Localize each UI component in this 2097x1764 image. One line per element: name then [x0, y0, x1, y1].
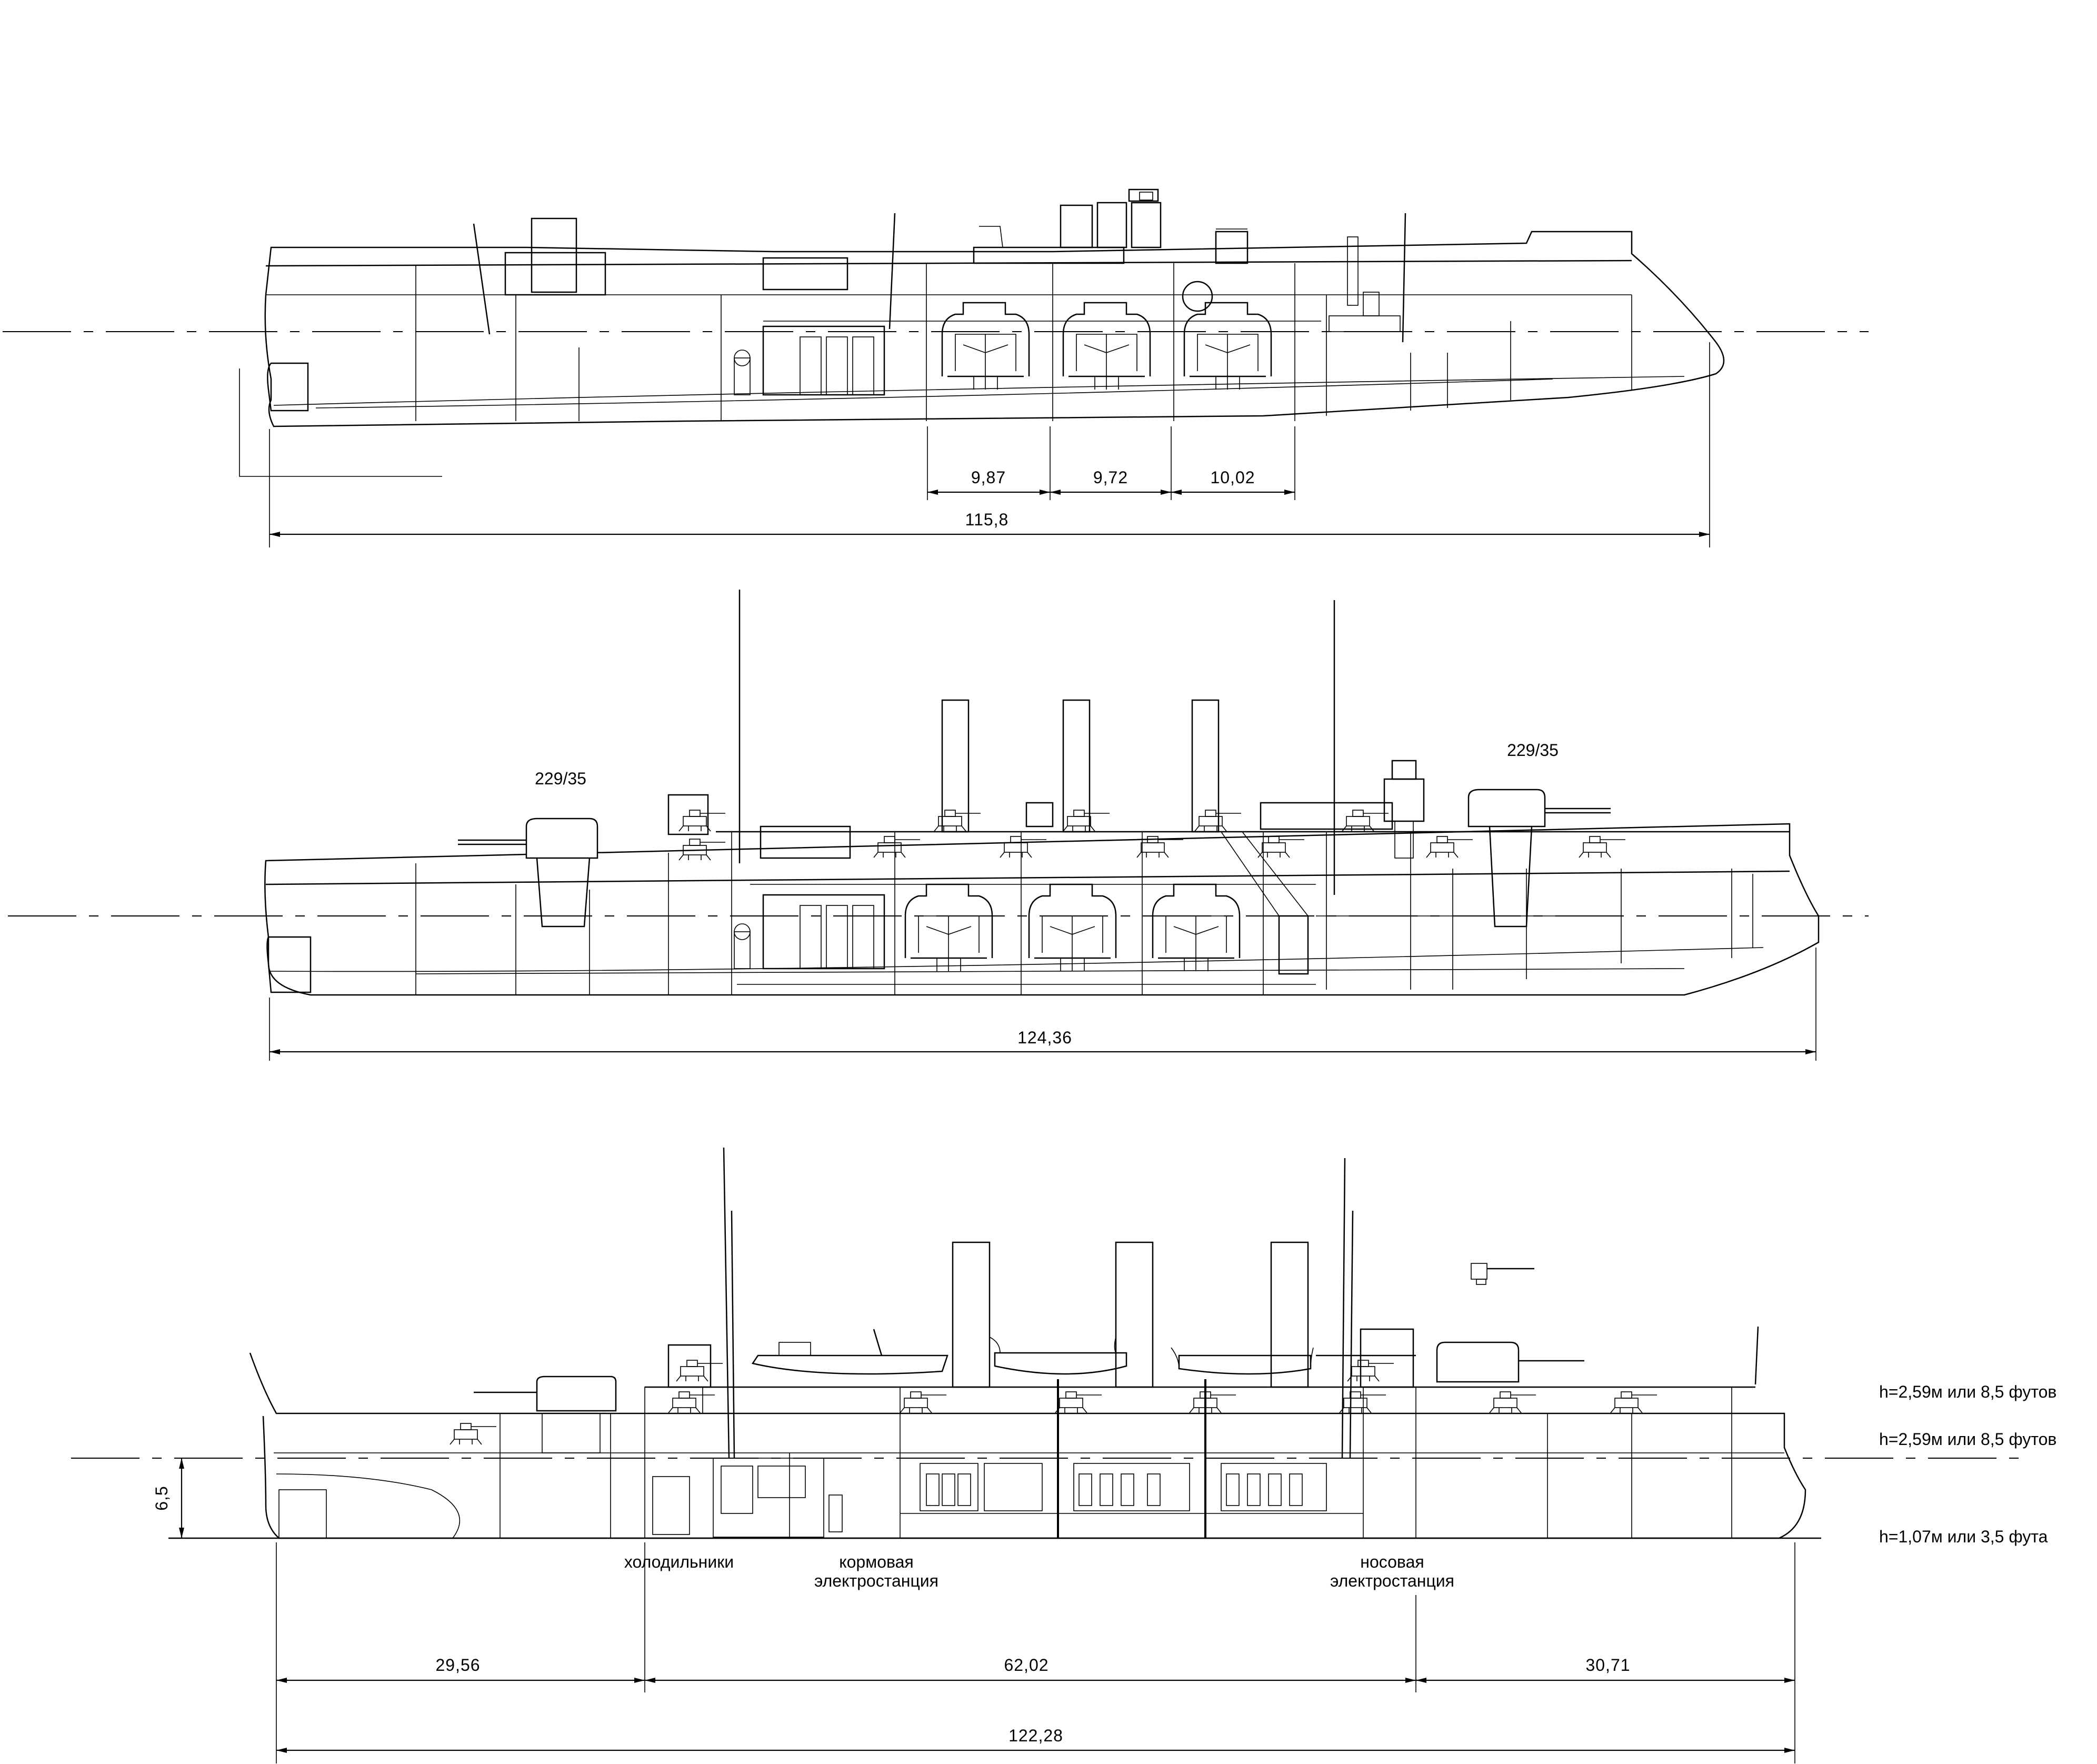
view-1-dim-2: 9,72 [1093, 468, 1128, 487]
view-1-dimensions: 9,87 9,72 10,02 115,8 [269, 342, 1710, 547]
view-1-dim-3: 10,02 [1210, 468, 1255, 487]
view-3-labels: холодильники кормовая электростанция нос… [624, 1382, 2056, 1590]
view-3-dim-mid: 62,02 [1004, 1656, 1048, 1675]
view-1-dim-1: 9,87 [971, 468, 1006, 487]
view-2-overall-length: 124,36 [1017, 1028, 1072, 1047]
view-3-dim-aft: 29,56 [435, 1656, 480, 1675]
view-2-gun-label-fwd: 229/35 [1507, 741, 1559, 760]
view-2-dimensions: 124,36 [269, 948, 1816, 1061]
height-upper-deck: h=2,59м или 8,5 футов [1879, 1382, 2056, 1401]
view-3-dimensions: 6,5 29,56 62,02 30,71 122,28 [152, 1458, 1795, 1763]
height-lower-deck: h=1,07м или 3,5 фута [1879, 1527, 2048, 1546]
label-fwd-station-1: носовая [1360, 1552, 1424, 1571]
height-middle-deck: h=2,59м или 8,5 футов [1879, 1430, 2056, 1449]
label-refrigerators: холодильники [624, 1552, 734, 1571]
label-aft-station-1: кормовая [839, 1552, 914, 1571]
view-3-overall-length: 122,28 [1008, 1726, 1063, 1745]
label-fwd-station-2: электростанция [1330, 1571, 1454, 1590]
view-3-profile [71, 1147, 2021, 1539]
view-1-profile [3, 188, 1869, 477]
view-2-profile: 229/35 229/35 [8, 590, 1869, 996]
view-1-overall-length: 115,8 [965, 510, 1009, 529]
view-2-gun-label-aft: 229/35 [535, 769, 586, 788]
draft-dim: 6,5 [152, 1486, 171, 1510]
view-3-dim-fwd: 30,71 [1585, 1656, 1630, 1675]
label-aft-station-2: электростанция [814, 1571, 938, 1590]
